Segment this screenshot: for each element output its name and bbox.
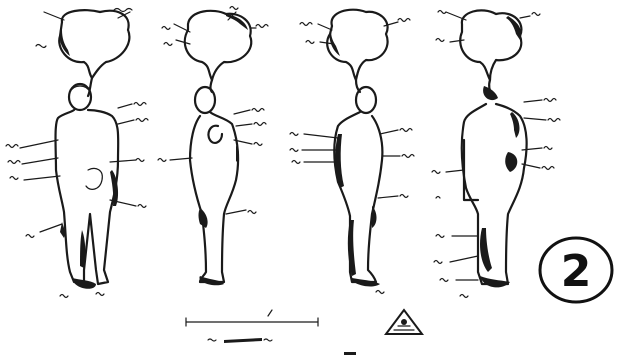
brain-shading-front bbox=[59, 30, 70, 56]
sheet-number: 2 bbox=[540, 238, 612, 304]
brain-outline-front bbox=[59, 10, 129, 78]
lesion-front-leg bbox=[80, 230, 85, 268]
figure-right-side bbox=[170, 11, 256, 285]
bottom-mark bbox=[344, 352, 356, 355]
figure-left-side bbox=[302, 10, 400, 287]
head-right bbox=[195, 87, 215, 113]
head-left bbox=[356, 87, 376, 113]
figure-back bbox=[446, 10, 546, 287]
lesion-back-neck bbox=[483, 86, 498, 100]
scale-bar bbox=[186, 310, 318, 343]
lesion-back-leg bbox=[480, 228, 492, 272]
figure-front bbox=[20, 10, 136, 289]
lesion-back-shoulder bbox=[510, 112, 519, 138]
triangle-hazard-icon bbox=[386, 310, 422, 334]
brain-outline-left bbox=[327, 10, 387, 80]
torso-front bbox=[56, 110, 119, 284]
torso-right bbox=[190, 112, 238, 282]
lesion-right-knee bbox=[199, 208, 208, 228]
